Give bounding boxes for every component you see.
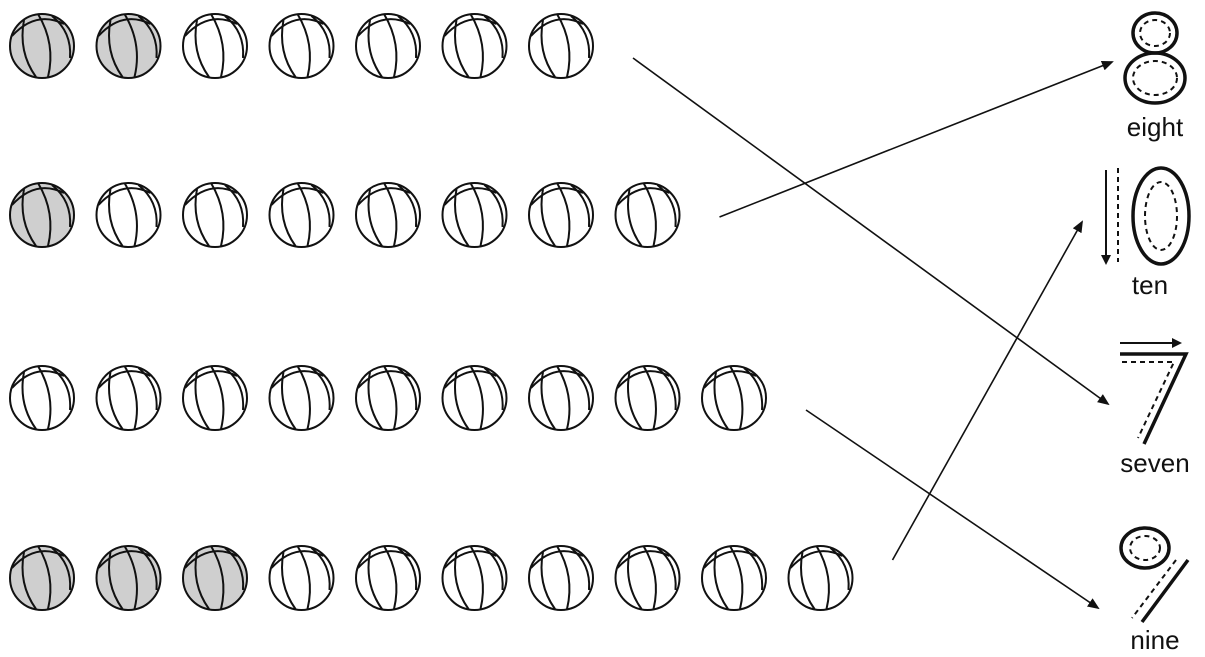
basketball-icon (95, 13, 162, 79)
basketball-icon (528, 545, 594, 611)
basketball-icon (614, 365, 681, 431)
number-eight: eight (1123, 11, 1187, 142)
basketball-icon (9, 13, 75, 79)
basketball-icon (268, 365, 335, 431)
basketball-icon (9, 182, 75, 248)
number-word-ten: ten (1132, 270, 1168, 300)
basketball-icon (9, 365, 75, 431)
basketball-icon (441, 182, 508, 248)
basketball-icon (268, 182, 335, 248)
basketball-icon (355, 182, 421, 248)
match-arrows (632, 57, 1114, 610)
ball-row (9, 545, 854, 611)
basketball-icon (528, 13, 594, 79)
basketball-icon (528, 365, 594, 431)
basketball-icon (528, 182, 594, 248)
basketball-icon (441, 365, 508, 431)
match-arrow (719, 61, 1114, 218)
number-ten: ten (1101, 166, 1191, 300)
digit-8-icon (1123, 11, 1187, 105)
basketball-icon (441, 545, 508, 611)
basketball-icon (95, 545, 162, 611)
basketball-icon (701, 365, 767, 431)
number-seven: seven (1120, 338, 1190, 478)
match-arrow (632, 57, 1110, 406)
basketball-icon (787, 545, 854, 611)
match-arrow (891, 220, 1083, 561)
number-word-seven: seven (1120, 448, 1189, 478)
digit-9-icon (1119, 526, 1190, 624)
number-nine: nine (1119, 526, 1190, 655)
basketball-icon (95, 365, 162, 431)
basketball-icon (355, 365, 421, 431)
basketball-icon (182, 182, 248, 248)
basketball-icon (268, 545, 335, 611)
ball-row (9, 182, 681, 248)
digit-7-icon (1120, 338, 1189, 445)
digit-10-icon (1101, 166, 1191, 266)
basketball-icon (182, 13, 248, 79)
match-arrow (805, 409, 1100, 610)
ball-rows (9, 13, 854, 611)
number-word-eight: eight (1127, 112, 1184, 142)
basketball-icon (441, 13, 508, 79)
basketball-icon (614, 182, 681, 248)
basketball-icon (95, 182, 162, 248)
basketball-icon (614, 545, 681, 611)
ball-row (9, 13, 594, 79)
basketball-icon (355, 545, 421, 611)
basketball-icon (182, 365, 248, 431)
basketball-icon (268, 13, 335, 79)
basketball-icon (701, 545, 767, 611)
basketball-icon (182, 545, 248, 611)
basketball-icon (355, 13, 421, 79)
basketball-icon (9, 545, 75, 611)
ball-row (9, 365, 767, 431)
number-word-nine: nine (1130, 625, 1179, 655)
